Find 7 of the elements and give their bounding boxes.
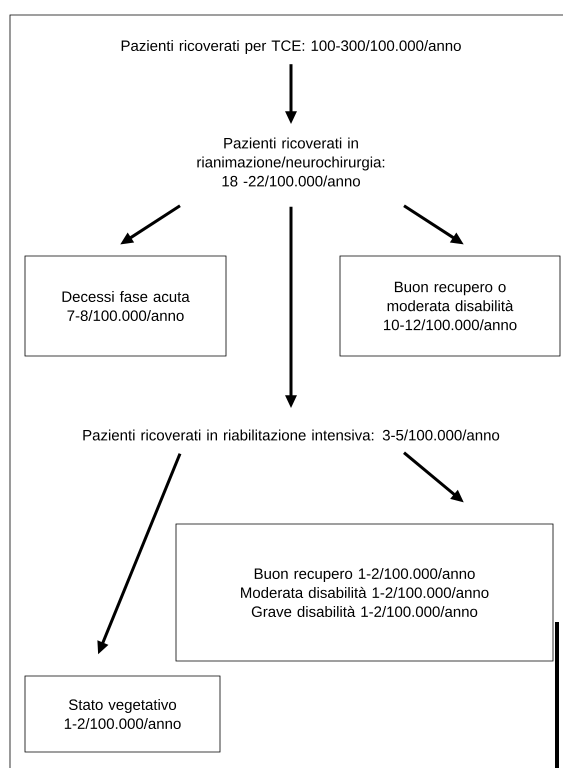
- outcome-box: Buon recupero 1-2/100.000/anno Moderata disabilità 1-2/100.000/anno Grave disabilità 1-2/100.000/anno: [176, 524, 554, 662]
- stage-text: Pazienti ricoverati in rianimazione/neurochirurgia: 18 -22/100.000/anno: [197, 138, 384, 186]
- stage-text: Pazienti ricoverati in riabilitazione intensiva: 3-5/100.000/anno: [83, 430, 500, 440]
- stage-text: Pazienti ricoverati per TCE: 100-300/100.000/anno: [122, 40, 461, 54]
- outcome-box: Buon recupero o moderata disabilità 10-12/100.000/anno: [340, 256, 560, 356]
- outcome-box: Stato vegetativo 1-2/100.000/anno: [24, 676, 220, 752]
- outcome-box: Decessi fase acuta 7-8/100.000/anno: [24, 256, 226, 356]
